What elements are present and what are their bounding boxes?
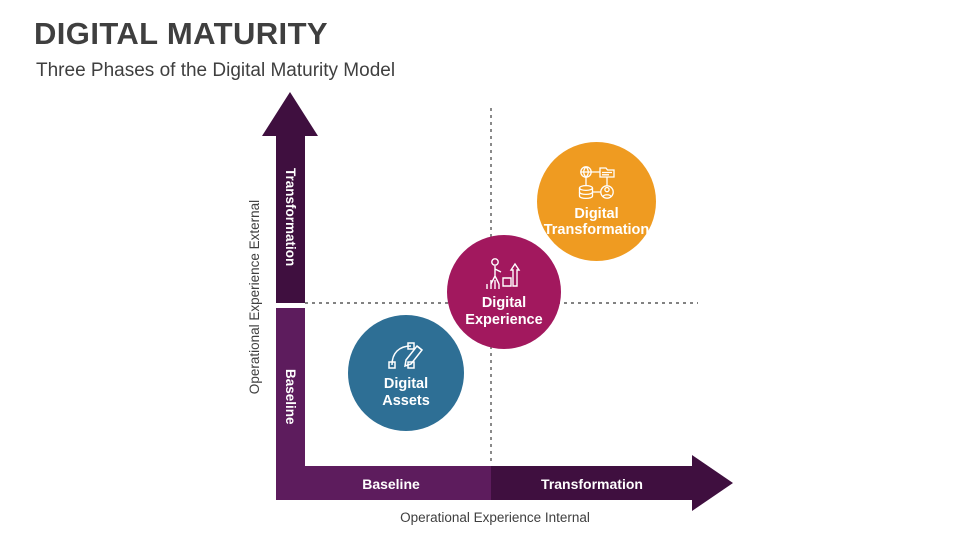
y-axis-title: Operational Experience External [247, 199, 262, 395]
bubble-digital-transformation-label: Digital Transformation [543, 205, 650, 238]
x-axis-title: Operational Experience Internal [400, 510, 590, 525]
x-axis-segment-baseline-label: Baseline [362, 476, 420, 492]
bubble-digital-experience-label: Digital Experience [465, 295, 543, 328]
y-axis-transformation-arrow [262, 92, 318, 303]
y-axis-segment-transformation-label: Transformation [283, 167, 298, 267]
bubble-digital-experience[interactable]: Digital Experience [447, 235, 561, 349]
network-data-user-icon [576, 165, 618, 203]
bubble-digital-assets-label: Digital Assets [382, 376, 430, 409]
bubble-digital-assets[interactable]: Digital Assets [348, 315, 464, 431]
y-axis-segment-baseline-label: Baseline [283, 369, 298, 425]
bubble-digital-transformation[interactable]: Digital Transformation [537, 142, 656, 261]
x-axis-transformation-arrow [491, 455, 733, 511]
page-subtitle: Three Phases of the Digital Maturity Mod… [36, 60, 396, 81]
y-axis-baseline-bar [276, 308, 305, 466]
person-steps-growth-icon [485, 256, 523, 292]
page-title: DIGITAL MATURITY [34, 16, 328, 51]
pen-bezier-icon [387, 337, 425, 373]
x-axis-segment-transformation-label: Transformation [541, 476, 643, 492]
x-axis-baseline-bar [276, 466, 491, 500]
